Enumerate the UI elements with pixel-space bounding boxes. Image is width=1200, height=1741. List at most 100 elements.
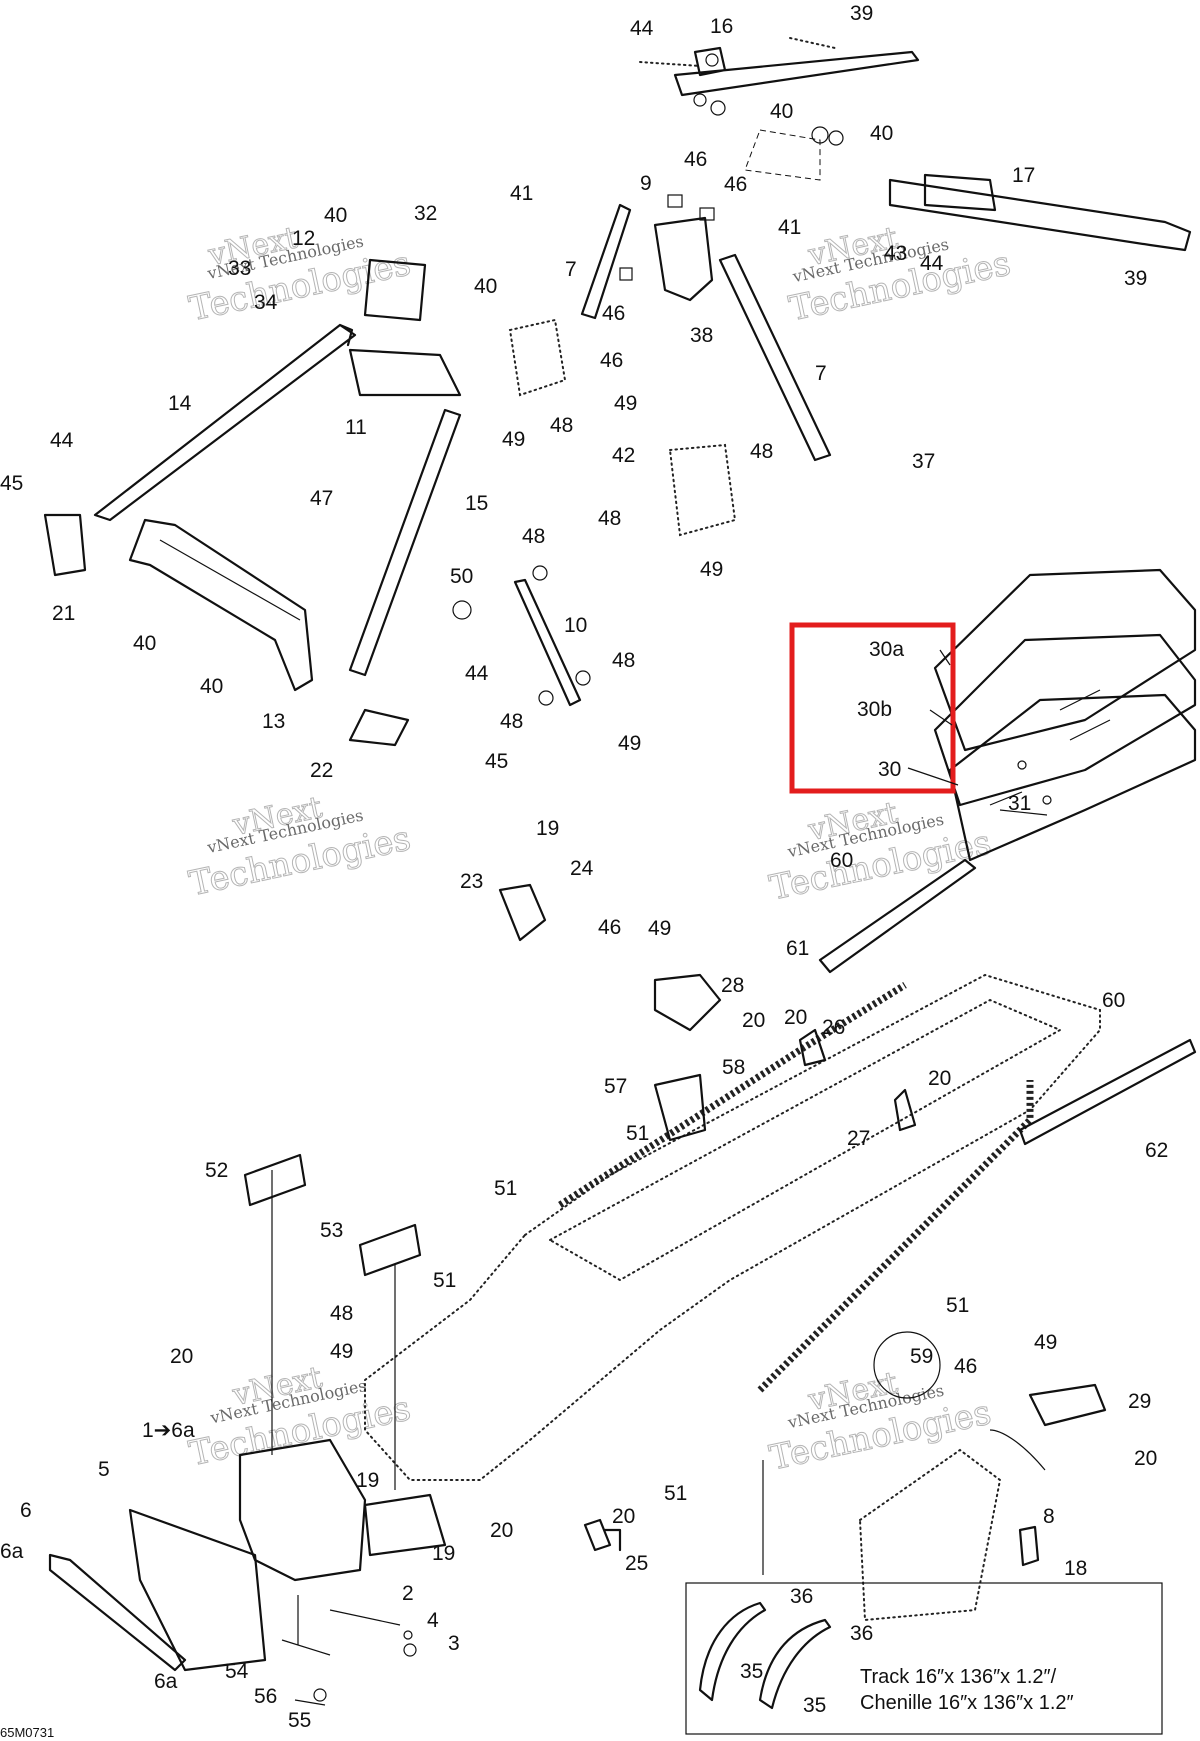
callout-51[interactable]: 51 — [664, 1482, 687, 1505]
callout-51[interactable]: 51 — [433, 1269, 456, 1292]
callout-39[interactable]: 39 — [850, 2, 873, 25]
callout-62[interactable]: 62 — [1145, 1139, 1168, 1162]
callout-48[interactable]: 48 — [550, 414, 573, 437]
callout-37[interactable]: 37 — [912, 450, 935, 473]
callout-51[interactable]: 51 — [626, 1122, 649, 1145]
callout-46[interactable]: 46 — [600, 349, 623, 372]
callout-30a[interactable]: 30a — [869, 638, 904, 661]
callout-34[interactable]: 34 — [254, 291, 278, 314]
callout-11[interactable]: 11 — [345, 416, 367, 439]
callout-40[interactable]: 40 — [324, 204, 347, 227]
callout-43[interactable]: 43 — [884, 242, 907, 265]
callout-30b[interactable]: 30b — [857, 698, 892, 721]
callout-5[interactable]: 5 — [98, 1458, 110, 1481]
callout-46[interactable]: 46 — [724, 173, 747, 196]
callout-30[interactable]: 30 — [878, 758, 901, 781]
callout-45[interactable]: 45 — [485, 750, 508, 773]
callout-36[interactable]: 36 — [790, 1585, 813, 1608]
callout-48[interactable]: 48 — [500, 710, 523, 733]
callout-49[interactable]: 49 — [1034, 1331, 1057, 1354]
callout-31[interactable]: 31 — [1008, 792, 1031, 815]
callout-15[interactable]: 15 — [465, 492, 488, 515]
callout-48[interactable]: 48 — [612, 649, 635, 672]
callout-19[interactable]: 19 — [356, 1469, 379, 1492]
callout-24[interactable]: 24 — [570, 857, 594, 880]
callout-18[interactable]: 18 — [1064, 1557, 1087, 1580]
callout-57[interactable]: 57 — [604, 1075, 627, 1098]
callout-20[interactable]: 20 — [1134, 1447, 1157, 1470]
callout-1-to-6a[interactable]: 1➔6a — [142, 1419, 195, 1442]
callout-49[interactable]: 49 — [618, 732, 641, 755]
callout-44[interactable]: 44 — [920, 252, 944, 275]
callout-58[interactable]: 58 — [722, 1056, 745, 1079]
callout-10[interactable]: 10 — [564, 614, 587, 637]
callout-48[interactable]: 48 — [598, 507, 621, 530]
callout-20[interactable]: 20 — [490, 1519, 513, 1542]
callout-21[interactable]: 21 — [52, 602, 75, 625]
callout-48[interactable]: 48 — [330, 1302, 353, 1325]
callout-35[interactable]: 35 — [740, 1660, 763, 1683]
callout-40[interactable]: 40 — [770, 100, 793, 123]
callout-48[interactable]: 48 — [522, 525, 545, 548]
callout-61[interactable]: 61 — [786, 937, 809, 960]
callout-49[interactable]: 49 — [502, 428, 525, 451]
callout-46[interactable]: 46 — [602, 302, 625, 325]
callout-14[interactable]: 14 — [168, 392, 192, 415]
callout-46[interactable]: 46 — [684, 148, 707, 171]
callout-45[interactable]: 45 — [0, 472, 23, 495]
callout-56[interactable]: 56 — [254, 1685, 277, 1708]
callout-36[interactable]: 36 — [850, 1622, 873, 1645]
callout-40[interactable]: 40 — [474, 275, 497, 298]
callout-28[interactable]: 28 — [721, 974, 744, 997]
callout-44[interactable]: 44 — [465, 662, 489, 685]
callout-26[interactable]: 26 — [822, 1016, 845, 1039]
callout-29[interactable]: 29 — [1128, 1390, 1151, 1413]
callout-46[interactable]: 46 — [954, 1355, 977, 1378]
callout-40[interactable]: 40 — [870, 122, 893, 145]
callout-49[interactable]: 49 — [648, 917, 671, 940]
callout-8[interactable]: 8 — [1043, 1505, 1055, 1528]
callout-2[interactable]: 2 — [402, 1582, 414, 1605]
callout-35[interactable]: 35 — [803, 1694, 826, 1717]
callout-33[interactable]: 33 — [228, 257, 251, 280]
callout-6[interactable]: 6 — [20, 1499, 32, 1522]
callout-44[interactable]: 44 — [630, 17, 654, 40]
callout-60[interactable]: 60 — [1102, 989, 1125, 1012]
callout-39[interactable]: 39 — [1124, 267, 1147, 290]
callout-41[interactable]: 41 — [778, 216, 801, 239]
callout-13[interactable]: 13 — [262, 710, 285, 733]
callout-59[interactable]: 59 — [910, 1345, 933, 1368]
callout-9[interactable]: 9 — [640, 172, 652, 195]
callout-40[interactable]: 40 — [133, 632, 156, 655]
callout-55[interactable]: 55 — [288, 1709, 311, 1732]
callout-25[interactable]: 25 — [625, 1552, 648, 1575]
callout-52[interactable]: 52 — [205, 1159, 228, 1182]
highlight-box-rail-30[interactable] — [789, 622, 956, 794]
callout-19[interactable]: 19 — [536, 817, 559, 840]
callout-20[interactable]: 20 — [612, 1505, 635, 1528]
callout-20[interactable]: 20 — [170, 1345, 193, 1368]
callout-51[interactable]: 51 — [494, 1177, 517, 1200]
callout-20[interactable]: 20 — [742, 1009, 765, 1032]
callout-20[interactable]: 20 — [928, 1067, 951, 1090]
callout-44[interactable]: 44 — [50, 429, 74, 452]
callout-38[interactable]: 38 — [690, 324, 713, 347]
callout-50[interactable]: 50 — [450, 565, 473, 588]
callout-47[interactable]: 47 — [310, 487, 333, 510]
callout-54[interactable]: 54 — [225, 1660, 249, 1683]
callout-32[interactable]: 32 — [414, 202, 437, 225]
callout-49[interactable]: 49 — [614, 392, 637, 415]
callout-7[interactable]: 7 — [565, 258, 577, 281]
callout-41[interactable]: 41 — [510, 182, 533, 205]
callout-53[interactable]: 53 — [320, 1219, 343, 1242]
callout-42[interactable]: 42 — [612, 444, 635, 467]
callout-23[interactable]: 23 — [460, 870, 483, 893]
callout-49[interactable]: 49 — [700, 558, 723, 581]
callout-40[interactable]: 40 — [200, 675, 223, 698]
callout-3[interactable]: 3 — [448, 1632, 460, 1655]
callout-51[interactable]: 51 — [946, 1294, 969, 1317]
callout-20[interactable]: 20 — [784, 1006, 807, 1029]
callout-60[interactable]: 60 — [830, 849, 853, 872]
callout-4[interactable]: 4 — [427, 1609, 439, 1632]
callout-19[interactable]: 19 — [432, 1542, 455, 1565]
